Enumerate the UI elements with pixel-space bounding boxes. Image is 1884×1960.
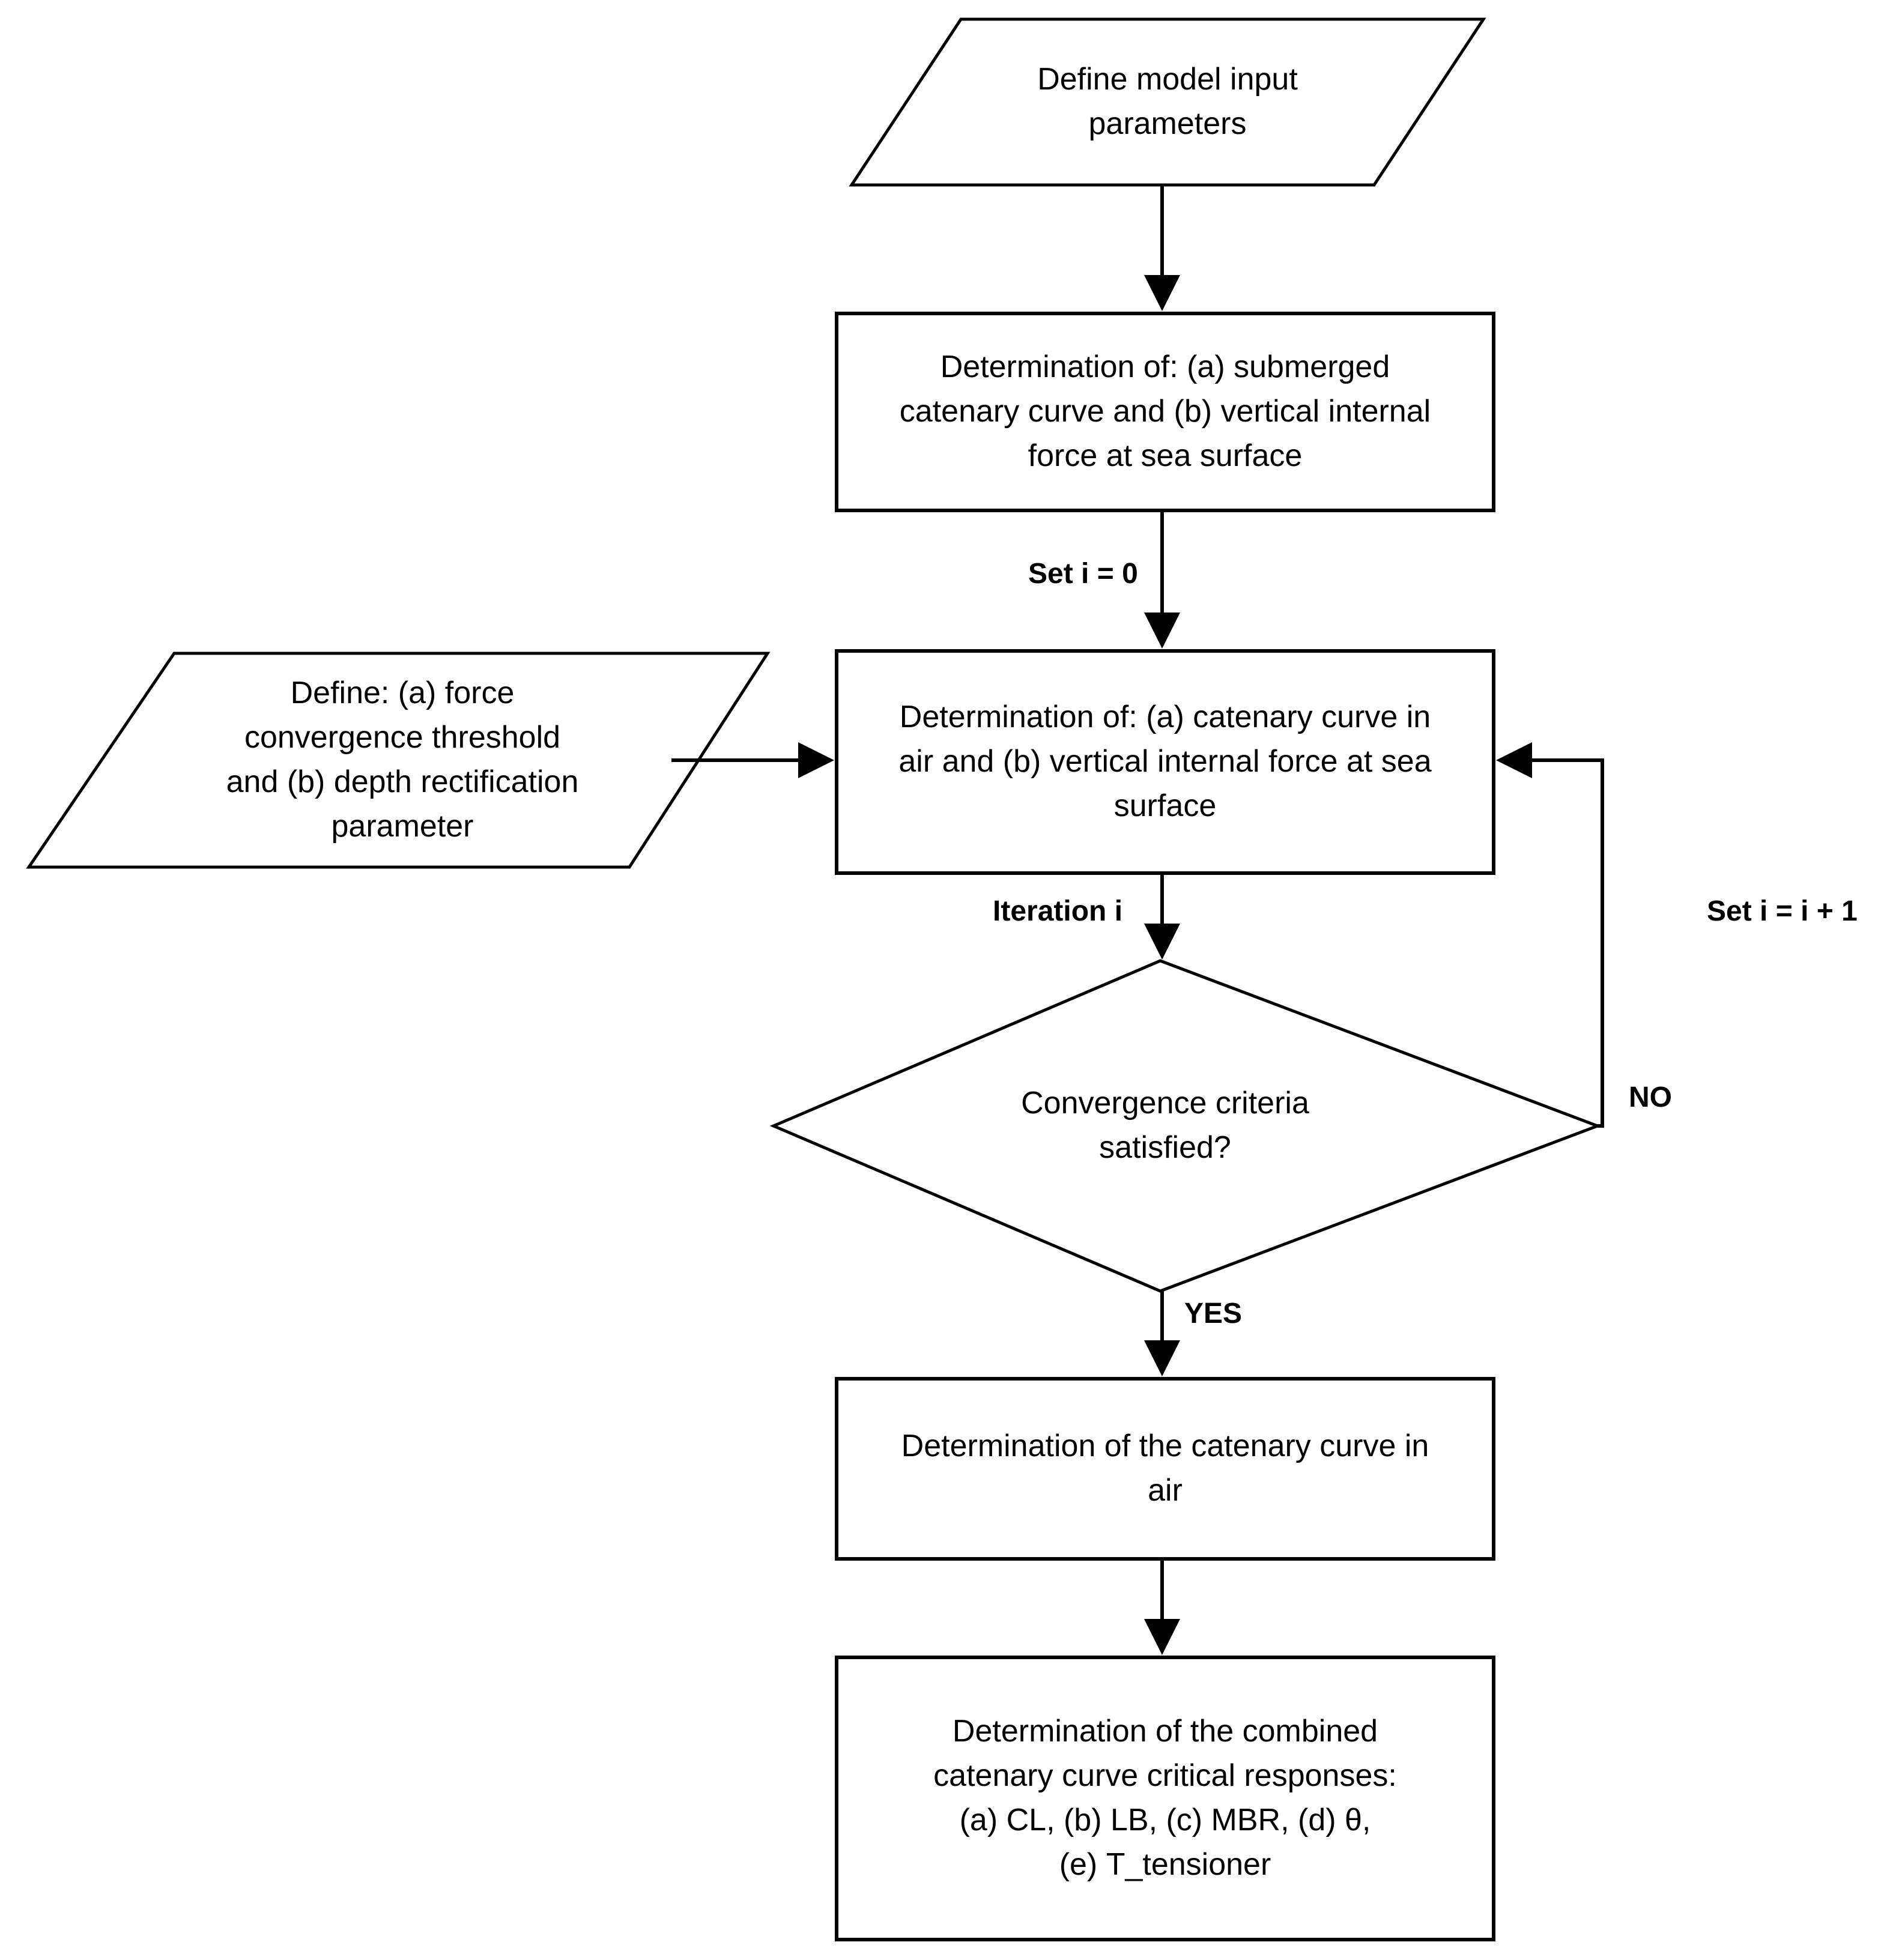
shape-air-determination: [835, 649, 1495, 875]
shape-define-thresholds: [26, 652, 771, 869]
shape-critical-responses: [835, 1656, 1495, 1941]
edge-label-no: NO: [1629, 1081, 1672, 1113]
edge-label-set-i-increment: Set i = i + 1: [1707, 895, 1858, 927]
connector-no-loop: [1496, 742, 1604, 1128]
edge-label-set-i-zero: Set i = 0: [1028, 558, 1138, 590]
shape-convergence-decision: [769, 959, 1602, 1293]
shape-input-params: [849, 17, 1486, 187]
shape-submerged-determination: [835, 312, 1495, 512]
edge-label-iteration-i: Iteration i: [993, 895, 1123, 927]
edge-label-yes: YES: [1184, 1298, 1243, 1329]
shape-catenary-air-final: [835, 1377, 1495, 1561]
